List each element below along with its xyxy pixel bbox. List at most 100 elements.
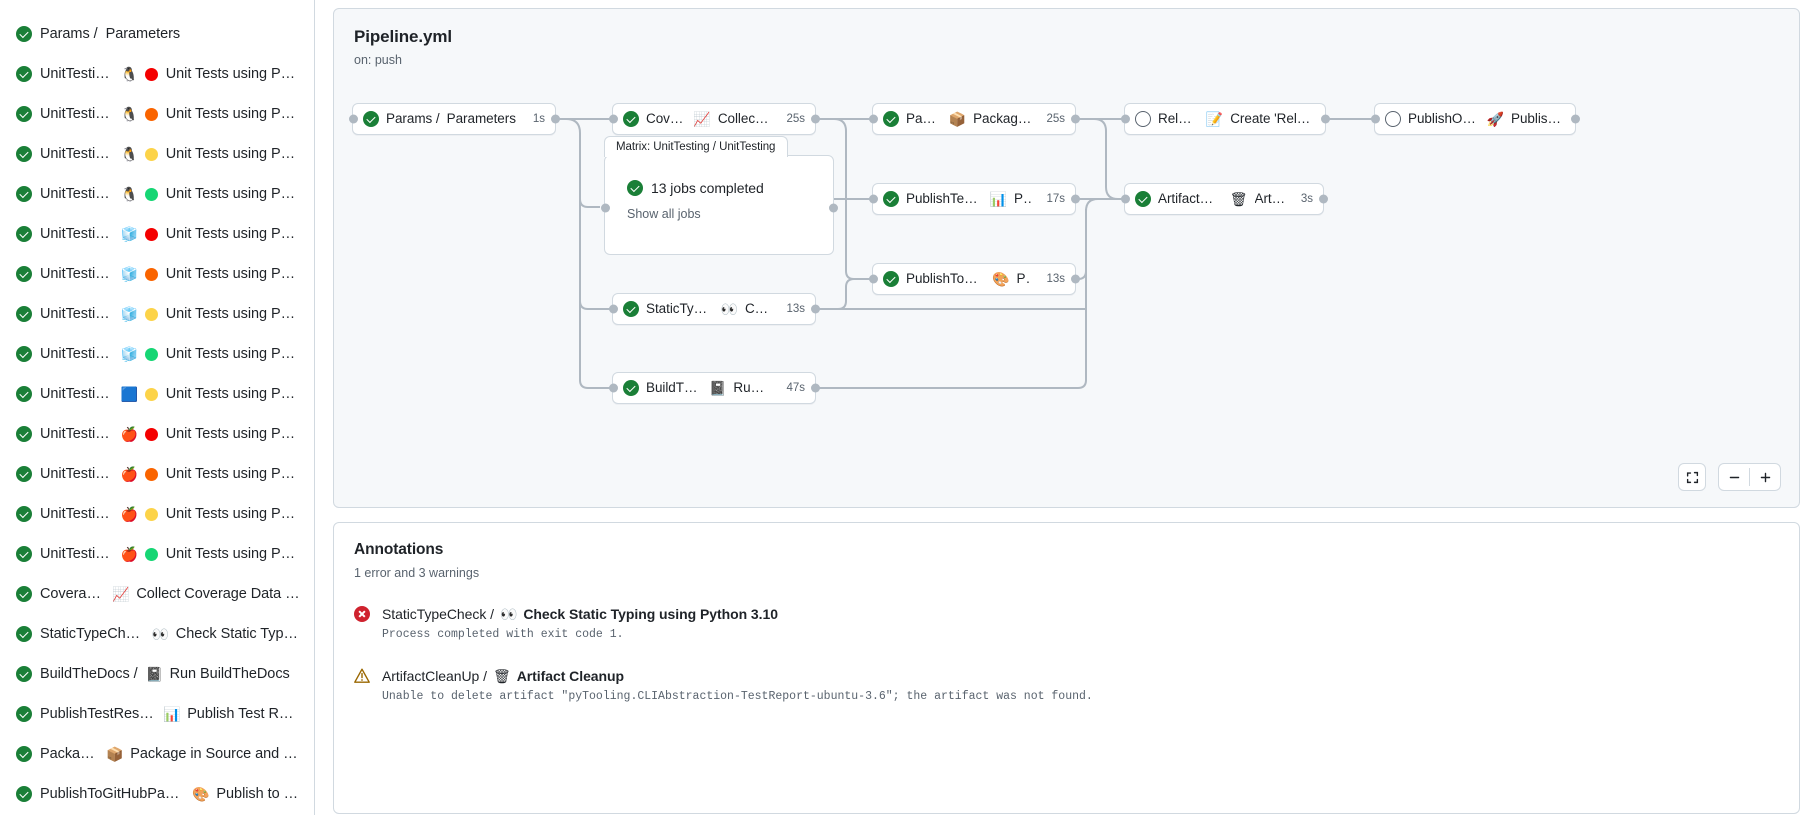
graph-node-pypi[interactable]: PublishOnPyPI / 🚀Publish to ... — [1370, 103, 1580, 135]
sidebar-job-item[interactable]: UnitTesting / 🐧Unit Tests using Pyth... — [4, 54, 310, 94]
node-out-port — [1320, 114, 1330, 124]
os-icon: 🍎 — [120, 426, 139, 442]
graph-node-job: Params / — [386, 111, 440, 126]
status-icon-success — [16, 266, 32, 282]
os-icon: 🍎 — [120, 506, 139, 522]
sidebar-job-item[interactable]: UnitTesting / 🧊Unit Tests using Pyth... — [4, 214, 310, 254]
graph-node-name: Chec... — [744, 301, 772, 316]
sidebar-job-name: Unit Tests using Pyth... — [165, 266, 300, 282]
matrix-group-unittesting[interactable]: Matrix: UnitTesting / UnitTesting 13 job… — [600, 136, 838, 255]
os-icon: 📈 — [112, 586, 130, 602]
os-icon: 🧊 — [120, 226, 139, 242]
sidebar-job-label: UnitTesting / — [40, 546, 113, 562]
graph-node-name: Package in So... — [973, 111, 1031, 126]
os-icon: 🎨 — [192, 786, 210, 802]
node-in-port — [868, 274, 878, 284]
step-icon: 🎨 — [992, 271, 1010, 287]
sidebar-job-item[interactable]: UnitTesting / 🍎Unit Tests using Pyth... — [4, 494, 310, 534]
sidebar-job-item[interactable]: UnitTesting / 🍎Unit Tests using Pyth... — [4, 454, 310, 494]
step-icon: 🗑 — [1229, 191, 1248, 207]
graph-node-ghpages[interactable]: PublishToGitHubPages / 🎨Pu...13s — [868, 263, 1080, 295]
graph-node-job: Package / — [906, 111, 942, 126]
workflow-trigger: on: push — [354, 53, 402, 67]
graph-node-coverage[interactable]: Coverage / 📈Collect Cove...25s — [608, 103, 820, 135]
sidebar-job-item[interactable]: BuildTheDocs / 📓Run BuildTheDocs — [4, 654, 310, 694]
matrix-in-port — [600, 203, 610, 213]
sidebar-job-item[interactable]: StaticTypeCheck / 👀Check Static Typing..… — [4, 614, 310, 654]
sidebar-job-item[interactable]: PublishTestResults / 📊Publish Test Resu.… — [4, 694, 310, 734]
matrix-tab-label: Matrix: UnitTesting / UnitTesting — [616, 141, 776, 153]
sidebar-job-name: Parameters — [105, 26, 181, 42]
sidebar-job-item[interactable]: Package / 📦Package in Source and Wh... — [4, 734, 310, 774]
warning-icon — [354, 668, 370, 684]
status-icon-success — [883, 191, 899, 207]
sidebar-job-name: Unit Tests using Pyth... — [165, 106, 300, 122]
graph-node-testresults[interactable]: PublishTestResults / 📊Pu...17s — [868, 183, 1080, 215]
python-version-dot-icon — [144, 67, 158, 81]
graph-node-job: ArtifactCleanUp / — [1158, 191, 1223, 206]
sidebar-job-item[interactable]: UnitTesting / 🍎Unit Tests using Pyth... — [4, 414, 310, 454]
os-icon: 🧊 — [120, 266, 139, 282]
graph-node-artifact[interactable]: ArtifactCleanUp / 🗑Artifac...3s — [1120, 183, 1328, 215]
graph-node-duration: 47s — [786, 382, 805, 394]
status-icon-success — [16, 146, 32, 162]
python-version-dot-icon — [144, 107, 158, 121]
sidebar-job-label: UnitTesting / — [40, 186, 113, 202]
os-icon: 🍎 — [120, 546, 139, 562]
sidebar-job-item[interactable]: UnitTesting / 🐧Unit Tests using Pyth... — [4, 174, 310, 214]
annotation-message: Unable to delete artifact "pyTooling.CLI… — [382, 690, 1093, 703]
sidebar-job-label: Params / — [40, 26, 98, 42]
error-icon — [354, 606, 370, 627]
graph-node-name: Publish to ... — [1511, 111, 1565, 126]
step-icon: 👀 — [499, 606, 518, 622]
sidebar-job-name: Unit Tests using Pyth... — [165, 466, 300, 482]
annotations-list: StaticTypeCheck / 👀Check Static Typing u… — [354, 604, 1779, 706]
sidebar-job-item[interactable]: UnitTesting / 🟦Unit Tests using Pyth... — [4, 374, 310, 414]
sidebar-job-label: PublishToGitHubPages / — [40, 786, 185, 802]
sidebar-job-name: Unit Tests using Pyth... — [165, 66, 300, 82]
sidebar-job-item[interactable]: Params / Parameters — [4, 14, 310, 54]
graph-node-package[interactable]: Package / 📦Package in So...25s — [868, 103, 1080, 135]
graph-node-job: Release / — [1158, 111, 1199, 126]
node-in-port — [608, 304, 618, 314]
node-in-port — [608, 383, 618, 393]
python-version-dot-icon — [144, 147, 158, 161]
workflow-title: Pipeline.yml — [354, 27, 453, 46]
graph-node-name: Parameters — [446, 111, 516, 126]
node-in-port — [1370, 114, 1380, 124]
status-icon-skipped — [1385, 111, 1401, 127]
fullscreen-icon[interactable] — [1678, 463, 1706, 491]
sidebar-job-item[interactable]: UnitTesting / 🐧Unit Tests using Pyth... — [4, 94, 310, 134]
python-version-dot-icon — [144, 187, 158, 201]
status-icon-success — [16, 426, 32, 442]
graph-node-duration: 13s — [786, 303, 805, 315]
sidebar-job-item[interactable]: UnitTesting / 🍎Unit Tests using Pyth... — [4, 534, 310, 574]
graph-node-statictype[interactable]: StaticTypeCheck / 👀Chec...13s — [608, 293, 820, 325]
sidebar-job-item[interactable]: UnitTesting / 🧊Unit Tests using Pyth... — [4, 254, 310, 294]
status-icon-success — [16, 786, 32, 802]
graph-node-buildthedocs[interactable]: BuildTheDocs / 📓Run Buil...47s — [608, 372, 820, 404]
step-icon: 🗑 — [492, 668, 511, 684]
zoom-out-button[interactable] — [1719, 464, 1749, 490]
sidebar-job-label: PublishTestResults / — [40, 706, 156, 722]
zoom-in-button[interactable] — [1750, 464, 1780, 490]
sidebar-job-item[interactable]: Coverage / 📈Collect Coverage Data usi... — [4, 574, 310, 614]
sidebar-job-label: UnitTesting / — [40, 386, 113, 402]
annotation-heading: ArtifactCleanUp / 🗑Artifact Cleanup — [382, 666, 1093, 686]
status-icon-success — [16, 586, 32, 602]
sidebar-job-item[interactable]: UnitTesting / 🧊Unit Tests using Pyth... — [4, 334, 310, 374]
matrix-jobs-row: 13 jobs completed — [627, 178, 833, 198]
graph-node-release[interactable]: Release / 📝Create 'Release P... — [1120, 103, 1330, 135]
node-out-port — [1318, 194, 1328, 204]
sidebar-job-item[interactable]: UnitTesting / 🧊Unit Tests using Pyth... — [4, 294, 310, 334]
sidebar-job-label: Package / — [40, 746, 99, 762]
graph-node-job: PublishOnPyPI / — [1408, 111, 1480, 126]
sidebar-job-item[interactable]: PublishToGitHubPages / 🎨Publish to G... — [4, 774, 310, 814]
show-all-jobs-link[interactable]: Show all jobs — [627, 207, 701, 221]
os-icon: 🧊 — [120, 306, 139, 322]
sidebar-job-item[interactable]: UnitTesting / 🐧Unit Tests using Pyth... — [4, 134, 310, 174]
step-icon: 📝 — [1205, 111, 1224, 127]
